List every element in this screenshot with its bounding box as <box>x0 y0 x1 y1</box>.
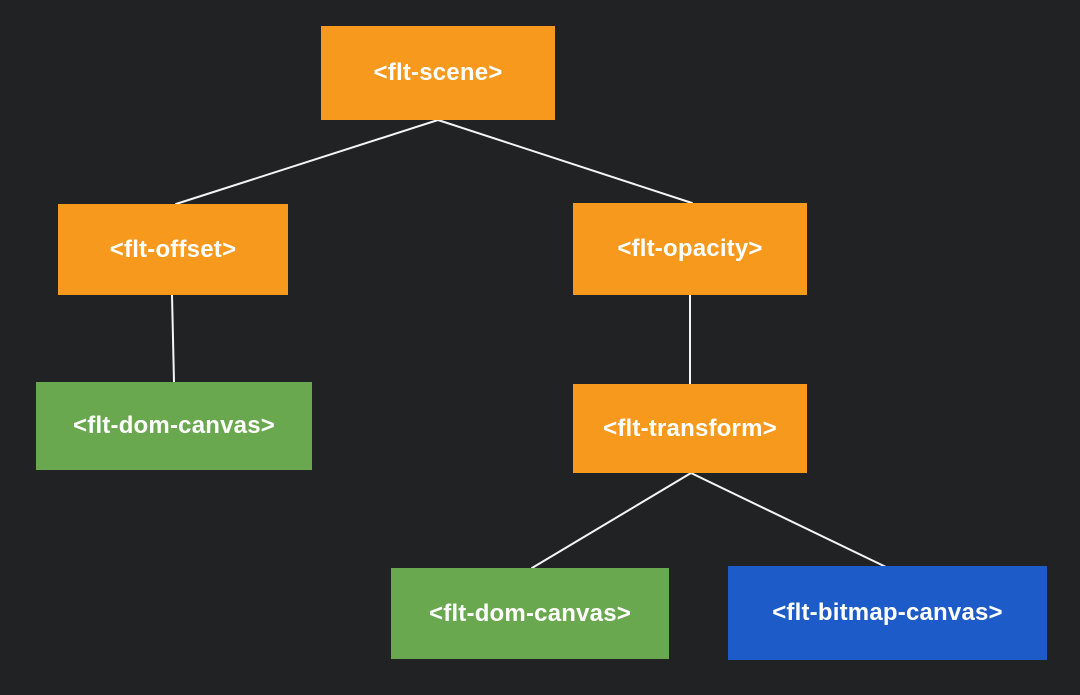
node-flt-opacity: <flt-opacity> <box>573 203 807 295</box>
node-flt-opacity-label: <flt-opacity> <box>617 235 763 262</box>
node-flt-dom-canvas-bottom: <flt-dom-canvas> <box>391 568 669 659</box>
edge-scene-opacity <box>437 119 693 204</box>
edge-transform-domcanvas <box>531 472 692 569</box>
node-flt-scene: <flt-scene> <box>321 26 555 120</box>
edge-offset-domcanvas <box>171 294 175 383</box>
edge-transform-bitmap <box>690 472 887 568</box>
edge-scene-offset <box>175 119 439 205</box>
node-flt-offset-label: <flt-offset> <box>109 235 237 263</box>
node-flt-dom-canvas-bottom-label: <flt-dom-canvas> <box>429 599 631 627</box>
node-flt-offset: <flt-offset> <box>58 204 288 295</box>
node-flt-dom-canvas-left-label: <flt-dom-canvas> <box>73 412 275 439</box>
node-flt-transform: <flt-transform> <box>573 384 807 473</box>
node-flt-transform-label: <flt-transform> <box>603 414 777 442</box>
node-flt-bitmap-canvas-label: <flt-bitmap-canvas> <box>772 599 1003 626</box>
node-flt-dom-canvas-left: <flt-dom-canvas> <box>36 382 312 470</box>
node-flt-bitmap-canvas: <flt-bitmap-canvas> <box>728 566 1047 660</box>
node-flt-scene-label: <flt-scene> <box>373 59 503 86</box>
